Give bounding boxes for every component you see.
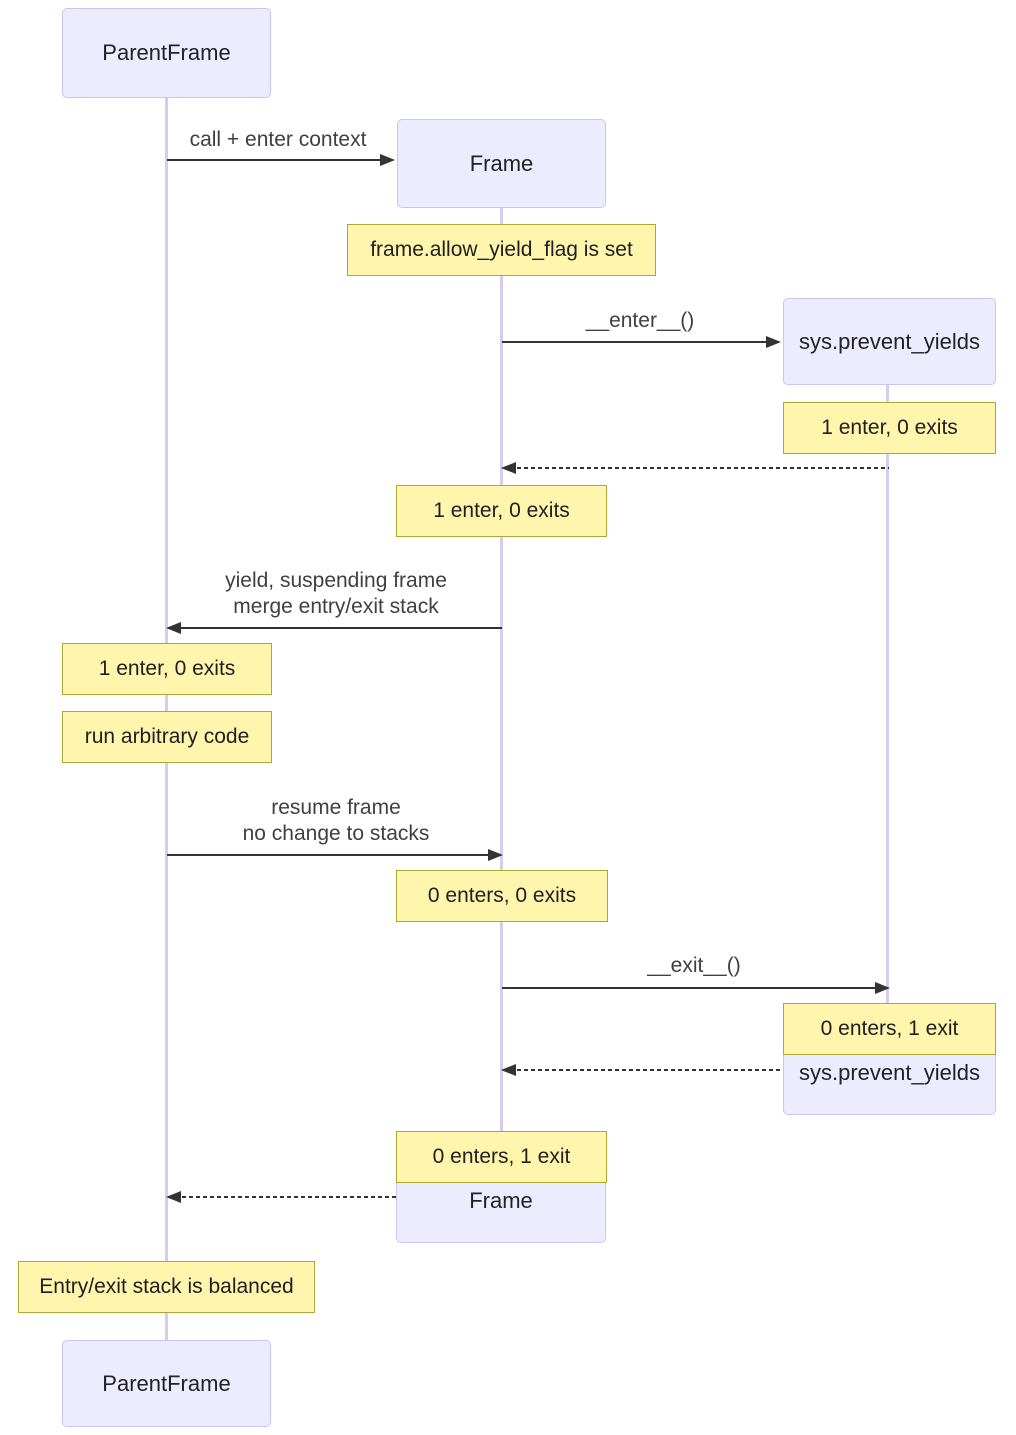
arrow-resume — [167, 849, 503, 861]
arrowhead-right-icon — [380, 154, 395, 166]
message-label-yield: yield, suspending frame merge entry/exit… — [225, 568, 447, 620]
actor-frame-end-label: Frame — [469, 1188, 533, 1213]
lifeline-frame — [500, 208, 503, 1180]
message-label-resume-line2: no change to stacks — [242, 822, 430, 845]
message-label-resume: resume frame no change to stacks — [243, 795, 430, 847]
arrowhead-left-icon — [501, 1064, 516, 1076]
arrowhead-right-icon — [488, 849, 503, 861]
arrow-call-enter-context — [167, 154, 395, 166]
actor-frame-end: Frame — [396, 1178, 606, 1243]
note-run-arbitrary-code: run arbitrary code — [62, 711, 272, 763]
actor-sys-prevent-yields-top-label: sys.prevent_yields — [799, 328, 980, 354]
lifeline-sys-prevent-yields — [886, 385, 889, 1052]
note-sys-exit-count: 0 enters, 1 exit — [783, 1003, 996, 1055]
arrow-exit — [502, 982, 890, 994]
arrowhead-right-icon — [766, 336, 781, 348]
actor-parentframe-bottom: ParentFrame — [62, 1340, 271, 1427]
note-sys-enter-count: 1 enter, 0 exits — [783, 402, 996, 454]
note-parent-enter-count: 1 enter, 0 exits — [62, 643, 272, 695]
arrow-enter — [502, 336, 781, 348]
arrow-yield — [166, 622, 502, 634]
arrowhead-right-icon — [875, 982, 890, 994]
message-label-yield-line1: yield, suspending frame — [225, 569, 447, 592]
arrowhead-left-icon — [166, 1191, 181, 1203]
actor-frame-top: Frame — [397, 119, 606, 208]
message-label-call-enter-context: call + enter context — [189, 128, 367, 151]
note-allow-yield-flag: frame.allow_yield_flag is set — [347, 224, 656, 276]
actor-sys-prevent-yields-end-label: sys.prevent_yields — [799, 1060, 980, 1085]
arrow-return-frame — [166, 1191, 502, 1203]
actor-sys-prevent-yields-end: sys.prevent_yields — [783, 1050, 996, 1115]
actor-parentframe-bottom-label: ParentFrame — [102, 1370, 231, 1396]
actor-sys-prevent-yields-top: sys.prevent_yields — [783, 298, 996, 385]
message-label-resume-line1: resume frame — [271, 796, 401, 819]
message-label-enter: __enter__() — [585, 309, 695, 332]
message-label-yield-line2: merge entry/exit stack — [233, 595, 439, 618]
note-frame-resume-count: 0 enters, 0 exits — [396, 870, 608, 922]
actor-frame-top-label: Frame — [469, 150, 534, 176]
actor-parentframe-top: ParentFrame — [62, 8, 271, 98]
arrowhead-left-icon — [166, 622, 181, 634]
arrow-return-exit — [501, 1064, 889, 1076]
actor-parentframe-top-label: ParentFrame — [102, 40, 231, 65]
note-balanced: Entry/exit stack is balanced — [18, 1261, 315, 1313]
note-frame-enter-count: 1 enter, 0 exits — [396, 485, 607, 537]
note-frame-exit-count: 0 enters, 1 exit — [396, 1131, 607, 1183]
message-label-exit: __exit__() — [647, 954, 741, 977]
arrowhead-left-icon — [501, 462, 516, 474]
arrow-return-enter — [501, 462, 889, 474]
